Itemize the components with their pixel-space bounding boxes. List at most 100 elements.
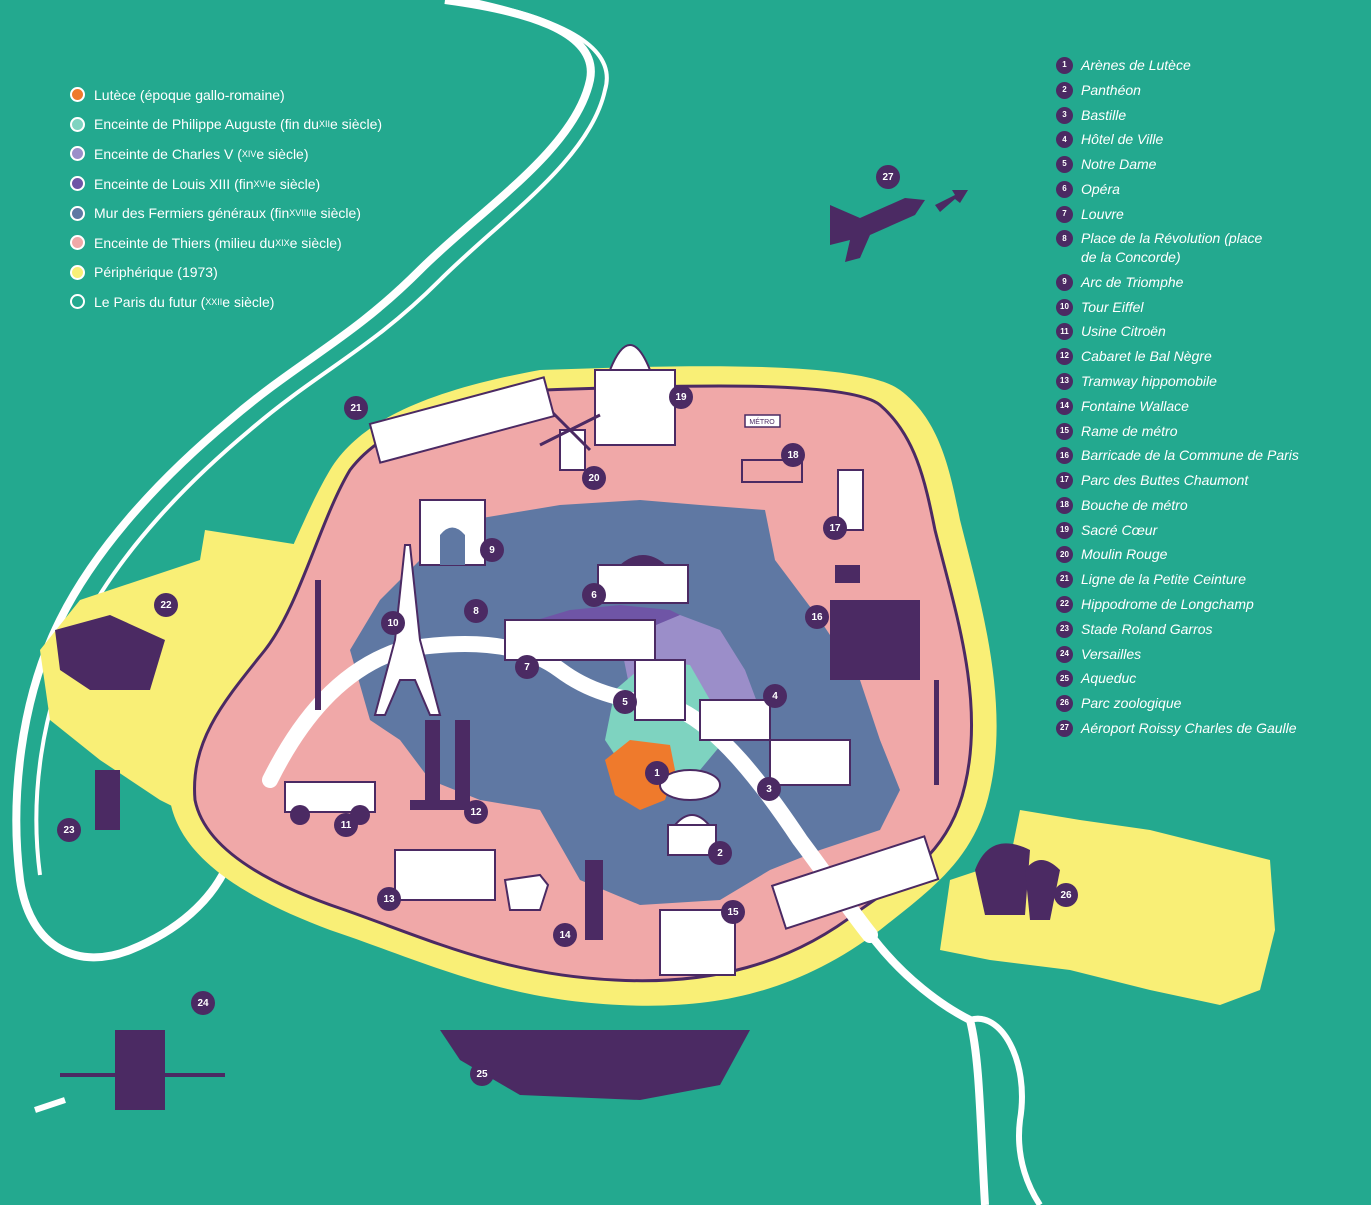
map-marker-11[interactable]: 11 bbox=[334, 813, 358, 837]
index-number-badge: 20 bbox=[1056, 546, 1073, 564]
map-marker-21[interactable]: 21 bbox=[344, 396, 368, 420]
bastille-icon bbox=[769, 739, 851, 786]
map-marker-3[interactable]: 3 bbox=[757, 777, 781, 801]
louvre-icon bbox=[504, 619, 656, 661]
map-marker-4[interactable]: 4 bbox=[763, 684, 787, 708]
index-item: 13 Tramway hippomobile bbox=[1056, 372, 1356, 391]
legend-century: XII bbox=[318, 119, 330, 130]
index-item: 9 Arc de Triomphe bbox=[1056, 273, 1356, 292]
map-marker-27[interactable]: 27 bbox=[876, 165, 900, 189]
index-label: Barricade de la Commune de Paris bbox=[1081, 447, 1299, 464]
legend-label: Le Paris du futur ( bbox=[94, 293, 206, 310]
map-marker-24[interactable]: 24 bbox=[191, 991, 215, 1015]
index-label: Usine Citroën bbox=[1081, 323, 1166, 340]
map-marker-12[interactable]: 12 bbox=[464, 800, 488, 824]
index-label: Versailles bbox=[1081, 645, 1142, 662]
index-label: Cabaret le Bal Nègre bbox=[1081, 348, 1212, 365]
map-marker-20[interactable]: 20 bbox=[582, 466, 606, 490]
filled-dot-icon bbox=[70, 116, 85, 132]
marne-river bbox=[969, 1015, 1043, 1205]
index-number-badge: 9 bbox=[1056, 273, 1073, 291]
sacre-coeur-icon bbox=[594, 344, 676, 446]
arc-de-triomphe-icon bbox=[419, 499, 486, 566]
street-lamp-icon bbox=[315, 580, 939, 785]
index-label: Arènes de Lutèce bbox=[1081, 57, 1191, 73]
lutece-area bbox=[605, 740, 675, 810]
map-marker-19[interactable]: 19 bbox=[669, 385, 693, 409]
index-number-badge: 26 bbox=[1056, 695, 1073, 713]
map-marker-18[interactable]: 18 bbox=[781, 443, 805, 467]
map-marker-1[interactable]: 1 bbox=[645, 761, 669, 785]
index-label: Tour Eiffel bbox=[1081, 298, 1144, 315]
map-marker-2[interactable]: 2 bbox=[708, 841, 732, 865]
map-marker-23[interactable]: 23 bbox=[57, 818, 81, 842]
legend-century: XIV bbox=[241, 148, 257, 159]
map-marker-17[interactable]: 17 bbox=[823, 516, 847, 540]
aqueduct-icon bbox=[440, 1030, 750, 1100]
index-number-badge: 27 bbox=[1056, 719, 1073, 737]
map-marker-7[interactable]: 7 bbox=[515, 655, 539, 679]
map-marker-6[interactable]: 6 bbox=[582, 583, 606, 607]
notre-dame-icon bbox=[634, 659, 686, 721]
index-number-badge: 4 bbox=[1056, 131, 1073, 149]
legend-century: XVI bbox=[253, 178, 269, 189]
wallace-fountain-icon bbox=[585, 860, 603, 940]
map-marker-25[interactable]: 25 bbox=[470, 1062, 494, 1086]
index-number-badge: 14 bbox=[1056, 397, 1073, 415]
map-marker-22[interactable]: 22 bbox=[154, 593, 178, 617]
map-marker-14[interactable]: 14 bbox=[553, 923, 577, 947]
seine-in-paris bbox=[262, 636, 878, 943]
legend-suffix: e siècle) bbox=[329, 116, 383, 133]
map-marker-26[interactable]: 26 bbox=[1054, 883, 1078, 907]
index-number-badge: 13 bbox=[1056, 372, 1073, 390]
map-marker-5[interactable]: 5 bbox=[613, 690, 637, 714]
index-label: Arc de Triomphe bbox=[1081, 273, 1184, 290]
index-label: Hippodrome de Longchamp bbox=[1081, 596, 1254, 612]
legend-suffix: e siècle) bbox=[268, 175, 321, 192]
index-label: Notre Dame bbox=[1081, 156, 1157, 173]
index-label: Fontaine Wallace bbox=[1081, 397, 1189, 414]
map-marker-10[interactable]: 10 bbox=[381, 611, 405, 635]
filled-dot-icon bbox=[70, 205, 85, 221]
map-marker-13[interactable]: 13 bbox=[377, 887, 401, 911]
filled-dot-icon bbox=[70, 87, 85, 103]
filled-dot-icon bbox=[70, 235, 85, 251]
index-label: Tramway hippomobile bbox=[1081, 372, 1217, 389]
map-marker-9[interactable]: 9 bbox=[480, 538, 504, 562]
index-number-badge: 8 bbox=[1056, 230, 1073, 248]
map-marker-15[interactable]: 15 bbox=[721, 900, 745, 924]
seine-river-outer bbox=[12, 0, 595, 962]
legend-label: Lutèce (époque gallo-romaine) bbox=[94, 86, 285, 103]
map-marker-16[interactable]: 16 bbox=[805, 605, 829, 629]
index-label: Louvre bbox=[1081, 205, 1124, 222]
metro-train-icon bbox=[659, 909, 736, 976]
index-number-badge: 23 bbox=[1056, 620, 1073, 638]
index-label: Moulin Rouge bbox=[1081, 546, 1168, 563]
index-number-badge: 7 bbox=[1056, 205, 1073, 223]
index-label: Stade Roland Garros bbox=[1081, 620, 1213, 637]
legend-label: Enceinte de Thiers (milieu du bbox=[94, 234, 276, 251]
index-label: Aqueduc bbox=[1081, 670, 1137, 687]
vintage-car-icon bbox=[284, 781, 376, 825]
map-marker-8[interactable]: 8 bbox=[464, 599, 488, 623]
tennis-player-icon bbox=[95, 770, 120, 830]
index-number-badge: 1 bbox=[1056, 57, 1073, 74]
legend-suffix: e siècle) bbox=[289, 234, 342, 251]
racehorses-icon bbox=[55, 615, 165, 690]
filled-dot-icon bbox=[70, 146, 85, 162]
